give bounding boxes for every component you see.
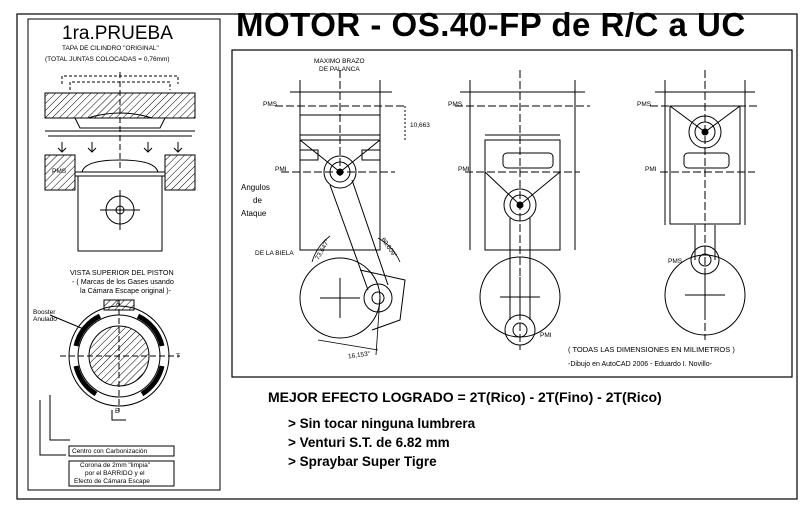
- carbon-label-box: [68, 445, 175, 457]
- biela-label: DE LA BIELA: [255, 250, 294, 257]
- corona-label-2: por el BARRIDO y el: [85, 470, 145, 477]
- pms-label-1: PMS: [263, 101, 278, 108]
- engine-view-1: [275, 70, 406, 356]
- port-e-label: E: [115, 408, 120, 415]
- brazo-label-1: MAXIMO BRAZO: [314, 58, 365, 65]
- angulos-label-1: Angulos: [241, 183, 270, 192]
- pms-label-rod: PMS: [668, 258, 683, 265]
- pmi-label-2: PMI: [458, 166, 470, 173]
- pmi-label-1: PMI: [275, 166, 287, 173]
- head-note-2: (TOTAL JUNTAS COLOCADAS = 0,76mm): [45, 56, 170, 63]
- carbon-label: Centro con Carbonización: [72, 448, 148, 455]
- units-note: ( TODAS LAS DIMENSIONES EN MILIMETROS ): [568, 345, 735, 354]
- bullet-item: > Venturi S.T. de 6.82 mm: [288, 435, 450, 450]
- piston-top-view: [39, 299, 180, 456]
- pmi-label-crank: PMI: [540, 332, 552, 339]
- corona-label-1: Corona de 2mm "limpia": [80, 462, 151, 469]
- credit-note: -Dibujo en AutoCAD 2006 - Eduardo I. Nov…: [568, 361, 712, 368]
- page-title: MOTOR - OS.40-FP de R/C a UC: [236, 6, 746, 43]
- angulos-label-3: Ataque: [241, 209, 267, 218]
- brazo-label-2: DE PALANCA: [319, 66, 360, 73]
- port-a-label: A: [116, 300, 121, 307]
- left-panel-frame: [27, 18, 221, 491]
- dimension-value: 10,663: [410, 122, 430, 129]
- pms-label-2: PMS: [448, 101, 463, 108]
- head-note-1: TAPA DE CILINDRO "ORIGINAL": [62, 45, 159, 52]
- cylinder-head: [44, 72, 196, 170]
- pmi-label-3: PMI: [645, 166, 657, 173]
- bullet-item: > Sin tocar ninguna lumbrera: [288, 416, 476, 431]
- angulos-label-2: de: [253, 196, 262, 205]
- left-pms-label: PMS: [52, 168, 67, 175]
- best-result: MEJOR EFECTO LOGRADO = 2T(Rico) - 2T(Fin…: [268, 389, 662, 405]
- view-note-1: - ( Marcas de los Gases usando: [72, 277, 174, 286]
- port-t-label: T: [176, 353, 180, 360]
- main-drawing-frame: [231, 49, 793, 378]
- corona-label-box: [68, 460, 175, 487]
- view-title: VISTA SUPERIOR DEL PISTON: [70, 268, 174, 277]
- engine-view-2: [455, 70, 590, 350]
- left-panel-heading: 1ra.PRUEBA: [62, 23, 173, 44]
- engine-view-3: [650, 70, 760, 340]
- outer-frame: [16, 13, 798, 500]
- booster-label-2: Anulado: [33, 316, 57, 323]
- view-note-2: la Cámara Escape original )-: [80, 286, 172, 295]
- left-cylinder: [44, 154, 196, 252]
- booster-label-1: Booster: [33, 309, 56, 316]
- pms-label-3: PMS: [637, 101, 652, 108]
- bullet-item: > Spraybar Super Tigre: [288, 454, 437, 469]
- corona-label-3: Efecto de Cámara Escape: [74, 478, 150, 485]
